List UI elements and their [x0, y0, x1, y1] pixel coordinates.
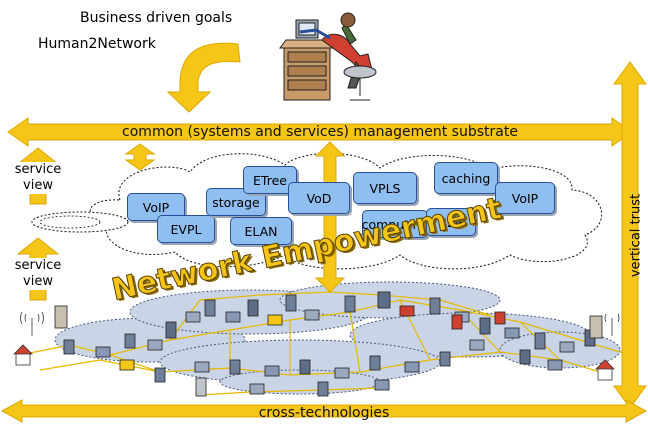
- human2network-label: Human2Network: [38, 36, 156, 52]
- service-view-upper-line2: view: [23, 178, 53, 193]
- person-at-desk-icon: [279, 12, 377, 101]
- substrate-cloud-arrow: [124, 143, 156, 171]
- wireless-antenna-icon-right: [604, 313, 620, 336]
- service-view-lower-line1: service: [14, 258, 62, 273]
- service-view-label-lower: service view: [10, 258, 66, 290]
- service-box-vod: VoD: [288, 182, 350, 214]
- house-icon-left: [13, 344, 33, 366]
- house-icon-right: [595, 359, 615, 381]
- service-box-voip-right: VoIP: [495, 182, 555, 214]
- service-box-storage: storage: [206, 188, 266, 216]
- substrate-label: common (systems and services) management…: [122, 124, 518, 140]
- business-goals-label: Business driven goals: [80, 10, 233, 26]
- service-box-vpls: VPLS: [353, 172, 417, 204]
- service-box-computing: computing: [362, 210, 428, 238]
- substrate-network-arrow: [314, 141, 346, 293]
- cross-technologies-label: cross-technologies: [258, 405, 390, 421]
- service-view-lower-line2: view: [23, 274, 53, 289]
- service-view-label-upper: service view: [10, 162, 66, 194]
- service-box-b2b: B2B: [426, 208, 476, 236]
- vertical-trust-label: vertical trust: [628, 193, 644, 278]
- service-box-evpl: EVPL: [157, 215, 215, 243]
- cross-technologies-arrow: [0, 399, 648, 423]
- service-box-elan: ELAN: [230, 217, 292, 245]
- service-box-caching: caching: [434, 162, 498, 194]
- business-goals-arrow: [166, 42, 241, 113]
- wireless-antenna-icon-left: [20, 311, 44, 336]
- service-view-upper-line1: service: [14, 162, 62, 177]
- network-nodes: [54, 291, 603, 397]
